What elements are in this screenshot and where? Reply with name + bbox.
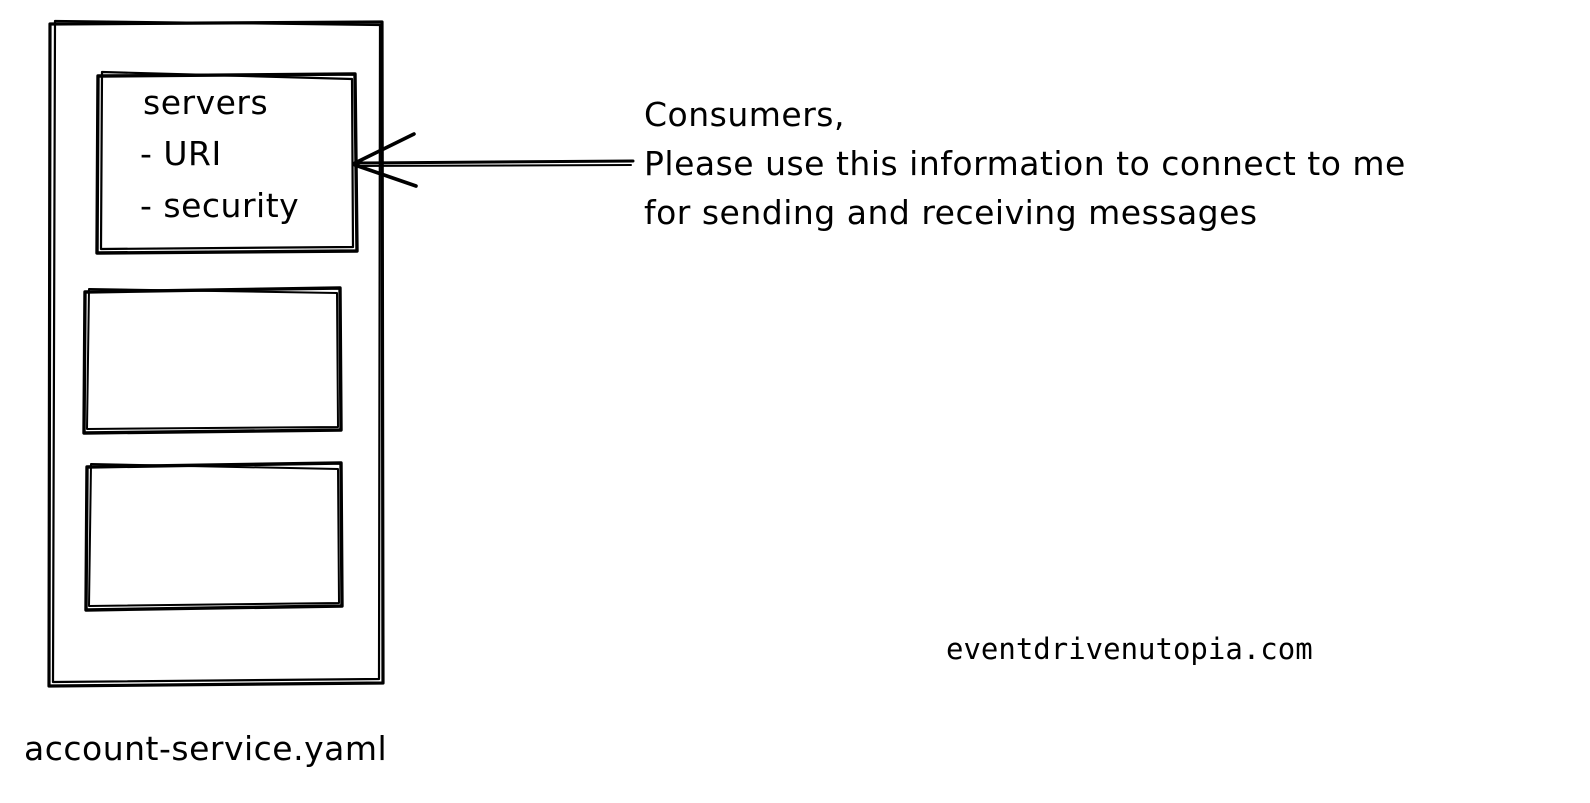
servers-item-security: - security xyxy=(140,186,300,225)
annotation-arrow xyxy=(353,132,635,188)
site-watermark: eventdrivenutopia.com xyxy=(946,632,1313,666)
annotation-line-1: Consumers, xyxy=(644,95,845,134)
third-section-box xyxy=(84,461,344,612)
servers-heading: servers xyxy=(143,83,269,122)
annotation-line-2: Please use this information to connect t… xyxy=(644,144,1406,183)
file-name-label: account-service.yaml xyxy=(24,729,388,768)
servers-item-uri: - URI xyxy=(140,134,222,173)
annotation-line-3: for sending and receiving messages xyxy=(644,193,1258,232)
servers-section-box xyxy=(95,70,359,255)
second-section-box xyxy=(82,286,343,435)
document-box xyxy=(47,19,385,688)
